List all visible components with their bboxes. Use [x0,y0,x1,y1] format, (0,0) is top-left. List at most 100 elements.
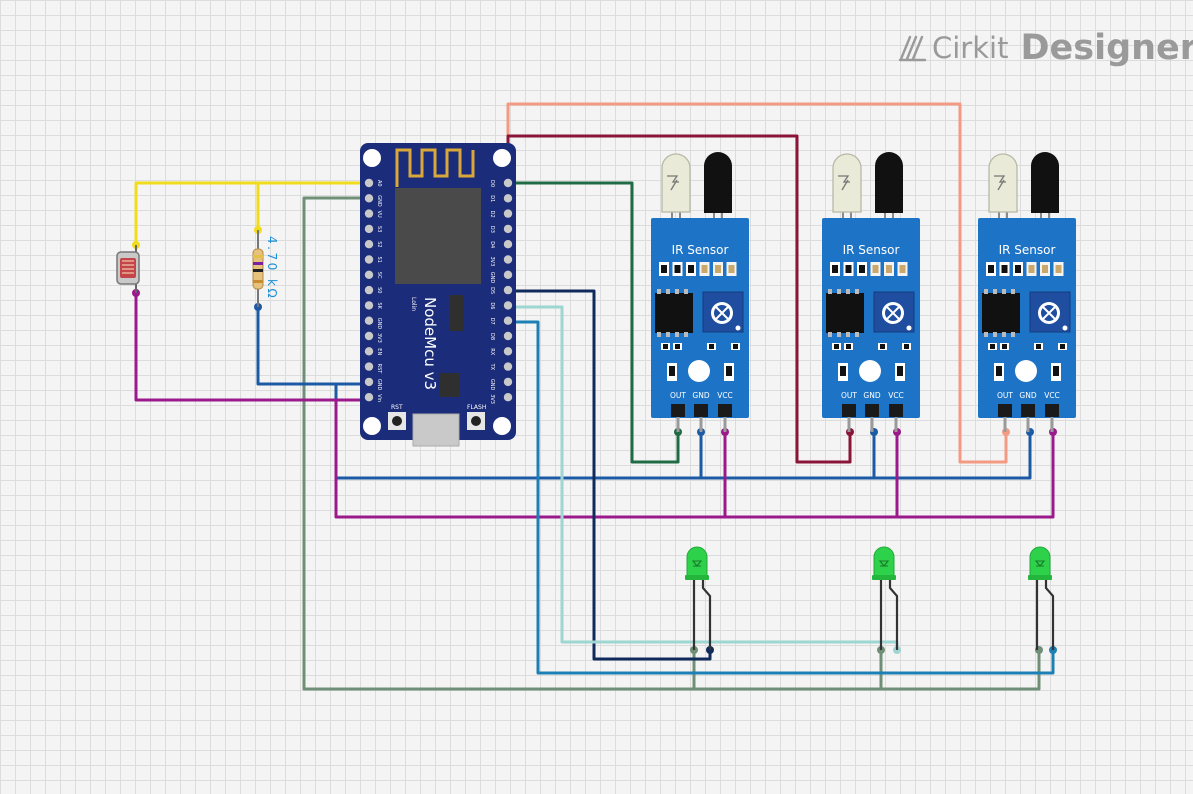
pin-label: D2 [489,211,495,218]
ir-sensor-title: IR Sensor [999,243,1056,257]
pin-left-12[interactable]: RST [364,362,382,375]
pin-right-12[interactable]: TX [489,362,513,371]
pin-label: S1 [376,257,382,263]
ir-pin-header[interactable] [842,404,856,417]
pin-right-13[interactable]: GND [489,377,513,391]
pin-right-0[interactable]: D0 [489,178,513,188]
pin-label: D5 [489,287,495,294]
ir-receiver-icon [1031,152,1059,213]
pin-right-1[interactable]: D1 [489,194,513,203]
pin-label: VU [376,211,382,218]
ir-pin-header[interactable] [889,404,903,417]
brand-product: Designer [1020,28,1193,68]
flash-label: FLASH [467,404,486,411]
led-green-icon [873,546,895,579]
ir-pin-header[interactable] [1045,404,1059,417]
wires [134,102,1055,691]
pin-right-9[interactable]: D7 [489,316,513,325]
pin-right-6[interactable]: GND [489,270,513,284]
pin-left-2[interactable]: VU [364,209,382,218]
ir-pin-header[interactable] [694,404,708,417]
led-3[interactable] [1028,546,1055,650]
brand-name: Cirkit [932,31,1009,65]
wire-darkgreen[interactable] [506,181,680,464]
pin-left-4[interactable]: S2 [364,240,382,249]
pin-left-10[interactable]: 3V3 [364,331,382,343]
wire-salmon[interactable] [506,102,1008,464]
wire-navy[interactable] [506,289,712,661]
ir-pin-header[interactable] [865,404,879,417]
pin-label: S2 [376,241,382,247]
ir-sensor-title: IR Sensor [843,243,900,257]
resistor-value: 4.70 kΩ [265,236,279,300]
pin-right-11[interactable]: RX [489,347,513,356]
pin-label: D7 [489,318,495,325]
wire-sage[interactable] [302,196,1041,691]
nodemcu-board[interactable]: RST FLASH NodeMcu v3 Lolin A0GNDVUS3S2S1… [360,143,516,447]
pin-label: D1 [489,195,495,202]
pin-label: 3V3 [376,333,382,343]
pin-left-14[interactable]: Vin [364,393,382,402]
resistor[interactable]: 4.70 kΩ [252,230,279,307]
pin-right-3[interactable]: D3 [489,224,513,234]
pin-left-3[interactable]: S3 [364,224,382,234]
ir-pin-header[interactable] [1021,404,1035,417]
photoresistor-icon[interactable] [116,245,140,293]
ir-pin-label: OUT [841,391,857,400]
led-1[interactable] [685,546,712,650]
pin-right-10[interactable]: D8 [489,331,513,341]
pin-left-5[interactable]: S1 [364,255,382,264]
pin-left-7[interactable]: S0 [364,285,382,295]
pin-label: SC [376,272,382,279]
pin-label: D0 [489,180,495,187]
ir-emitter-icon [661,153,691,213]
ir-pin-label: GND [692,391,709,400]
pin-left-8[interactable]: SK [364,301,382,310]
pin-label: D4 [489,241,495,248]
pin-label: 3V3 [489,394,495,404]
pin-left-0[interactable]: A0 [364,178,382,188]
ir-pin-label: VCC [1044,391,1060,400]
brand-logo: Cirkit Designer [898,26,1193,70]
leds [685,546,1055,650]
pin-left-13[interactable]: GND [364,377,382,391]
wire-magenta-vcc[interactable] [134,291,1055,519]
pin-label: EN [376,348,382,355]
pin-label: GND [376,379,382,391]
pin-right-4[interactable]: D4 [489,240,513,249]
pin-right-2[interactable]: D2 [489,209,513,218]
wire-steelblue[interactable] [506,320,1055,675]
pin-label: GND [489,379,495,391]
pin-left-9[interactable]: GND [364,316,382,330]
pin-label: S0 [376,287,382,293]
pin-left-1[interactable]: GND [364,194,382,207]
pin-right-14[interactable]: 3V3 [489,393,513,404]
pin-label: GND [376,318,382,330]
ir-pin-label: VCC [717,391,733,400]
pin-left-11[interactable]: EN [364,347,382,356]
board-subtitle: Lolin [410,297,417,311]
pencil-icon [898,35,927,62]
pin-right-7[interactable]: D5 [489,285,513,295]
ir-pin-header[interactable] [998,404,1012,417]
pin-label: Vin [376,394,382,402]
pin-headers: A0GNDVUS3S2S1SCS0SKGND3V3ENRSTGNDVinD0D1… [364,178,513,404]
pin-left-6[interactable]: SC [364,270,382,279]
ir-pin-label: GND [863,391,880,400]
pin-right-5[interactable]: 3V3 [489,255,513,267]
wire-yellow[interactable] [134,181,371,247]
pin-label: GND [376,195,382,207]
ir-pin-header[interactable] [671,404,685,417]
pin-label: 3V3 [489,257,495,267]
pin-label: A0 [376,180,382,187]
led-2[interactable] [872,546,899,650]
ir-receiver-icon [704,152,732,213]
pin-label: D8 [489,333,495,340]
pin-label: RST [376,364,382,375]
pin-right-8[interactable]: D6 [489,301,513,310]
ir-pin-header[interactable] [718,404,732,417]
